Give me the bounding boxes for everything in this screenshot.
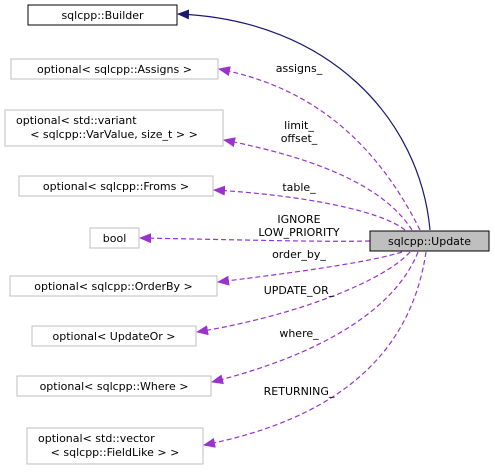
usage-edge-bool	[139, 233, 371, 244]
edge-label-offset: offset_	[281, 132, 318, 145]
node-label: optional< sqlcpp::Froms >	[43, 180, 189, 193]
node-member-assigns[interactable]: optional< sqlcpp::Assigns >	[10, 58, 219, 80]
node-label: optional< sqlcpp::Where >	[40, 380, 189, 393]
usage-edge-assigns	[218, 66, 421, 231]
edge-label-limit: limit_	[284, 119, 314, 132]
node-label-builder: sqlcpp::Builder	[61, 9, 144, 22]
edge-label-ignore: IGNORE	[277, 213, 320, 226]
usage-edge-variant	[223, 137, 413, 231]
node-member-froms[interactable]: optional< sqlcpp::Froms >	[18, 175, 214, 197]
node-label: bool	[103, 232, 127, 245]
node-member-where[interactable]: optional< sqlcpp::Where >	[16, 375, 212, 397]
edge-label-assigns: assigns_	[276, 62, 323, 75]
edge-label-where: where_	[279, 327, 319, 340]
usage-edge-where	[211, 251, 419, 385]
node-member-orderby[interactable]: optional< sqlcpp::OrderBy >	[9, 275, 218, 297]
node-label-update: sqlcpp::Update	[388, 235, 471, 248]
node-target-class[interactable]: sqlcpp::Update	[369, 230, 490, 252]
node-member-updateor[interactable]: optional< UpdateOr >	[31, 325, 197, 347]
node-member-bool[interactable]: bool	[89, 227, 140, 249]
node-label-line-1: optional< std::variant	[16, 114, 137, 127]
node-label: optional< sqlcpp::OrderBy >	[34, 280, 193, 293]
inheritance-edge-builder	[177, 9, 431, 231]
node-label-line-2: < sqlcpp::VarValue, size_t > >	[30, 128, 198, 141]
edge-label-returning: RETURNING_	[264, 385, 335, 398]
edge-label-low-priority: LOW_PRIORITY	[258, 226, 340, 239]
edge-label-table: table_	[282, 181, 316, 194]
node-label-line-2: < sqlcpp::FieldLike > >	[51, 446, 180, 459]
edges	[139, 9, 431, 448]
node-member-fieldlike[interactable]: optional< std::vector < sqlcpp::FieldLik…	[26, 427, 204, 465]
usage-edge-updateor	[196, 251, 411, 336]
node-base-class[interactable]: sqlcpp::Builder	[27, 4, 178, 26]
node-label-line-1: optional< std::vector	[38, 432, 155, 445]
edge-label-order-by: order_by_	[272, 248, 326, 261]
edge-labels: assigns_ limit_ offset_ table_ IGNORE LO…	[258, 62, 340, 398]
node-label: optional< UpdateOr >	[52, 330, 175, 343]
node-member-variant[interactable]: optional< std::variant < sqlcpp::VarValu…	[4, 109, 224, 147]
node-label: optional< sqlcpp::Assigns >	[37, 63, 192, 76]
usage-edge-orderby	[217, 251, 403, 286]
usage-edge-fieldlike	[203, 251, 427, 448]
edge-label-update-or: UPDATE_OR_	[264, 284, 335, 297]
